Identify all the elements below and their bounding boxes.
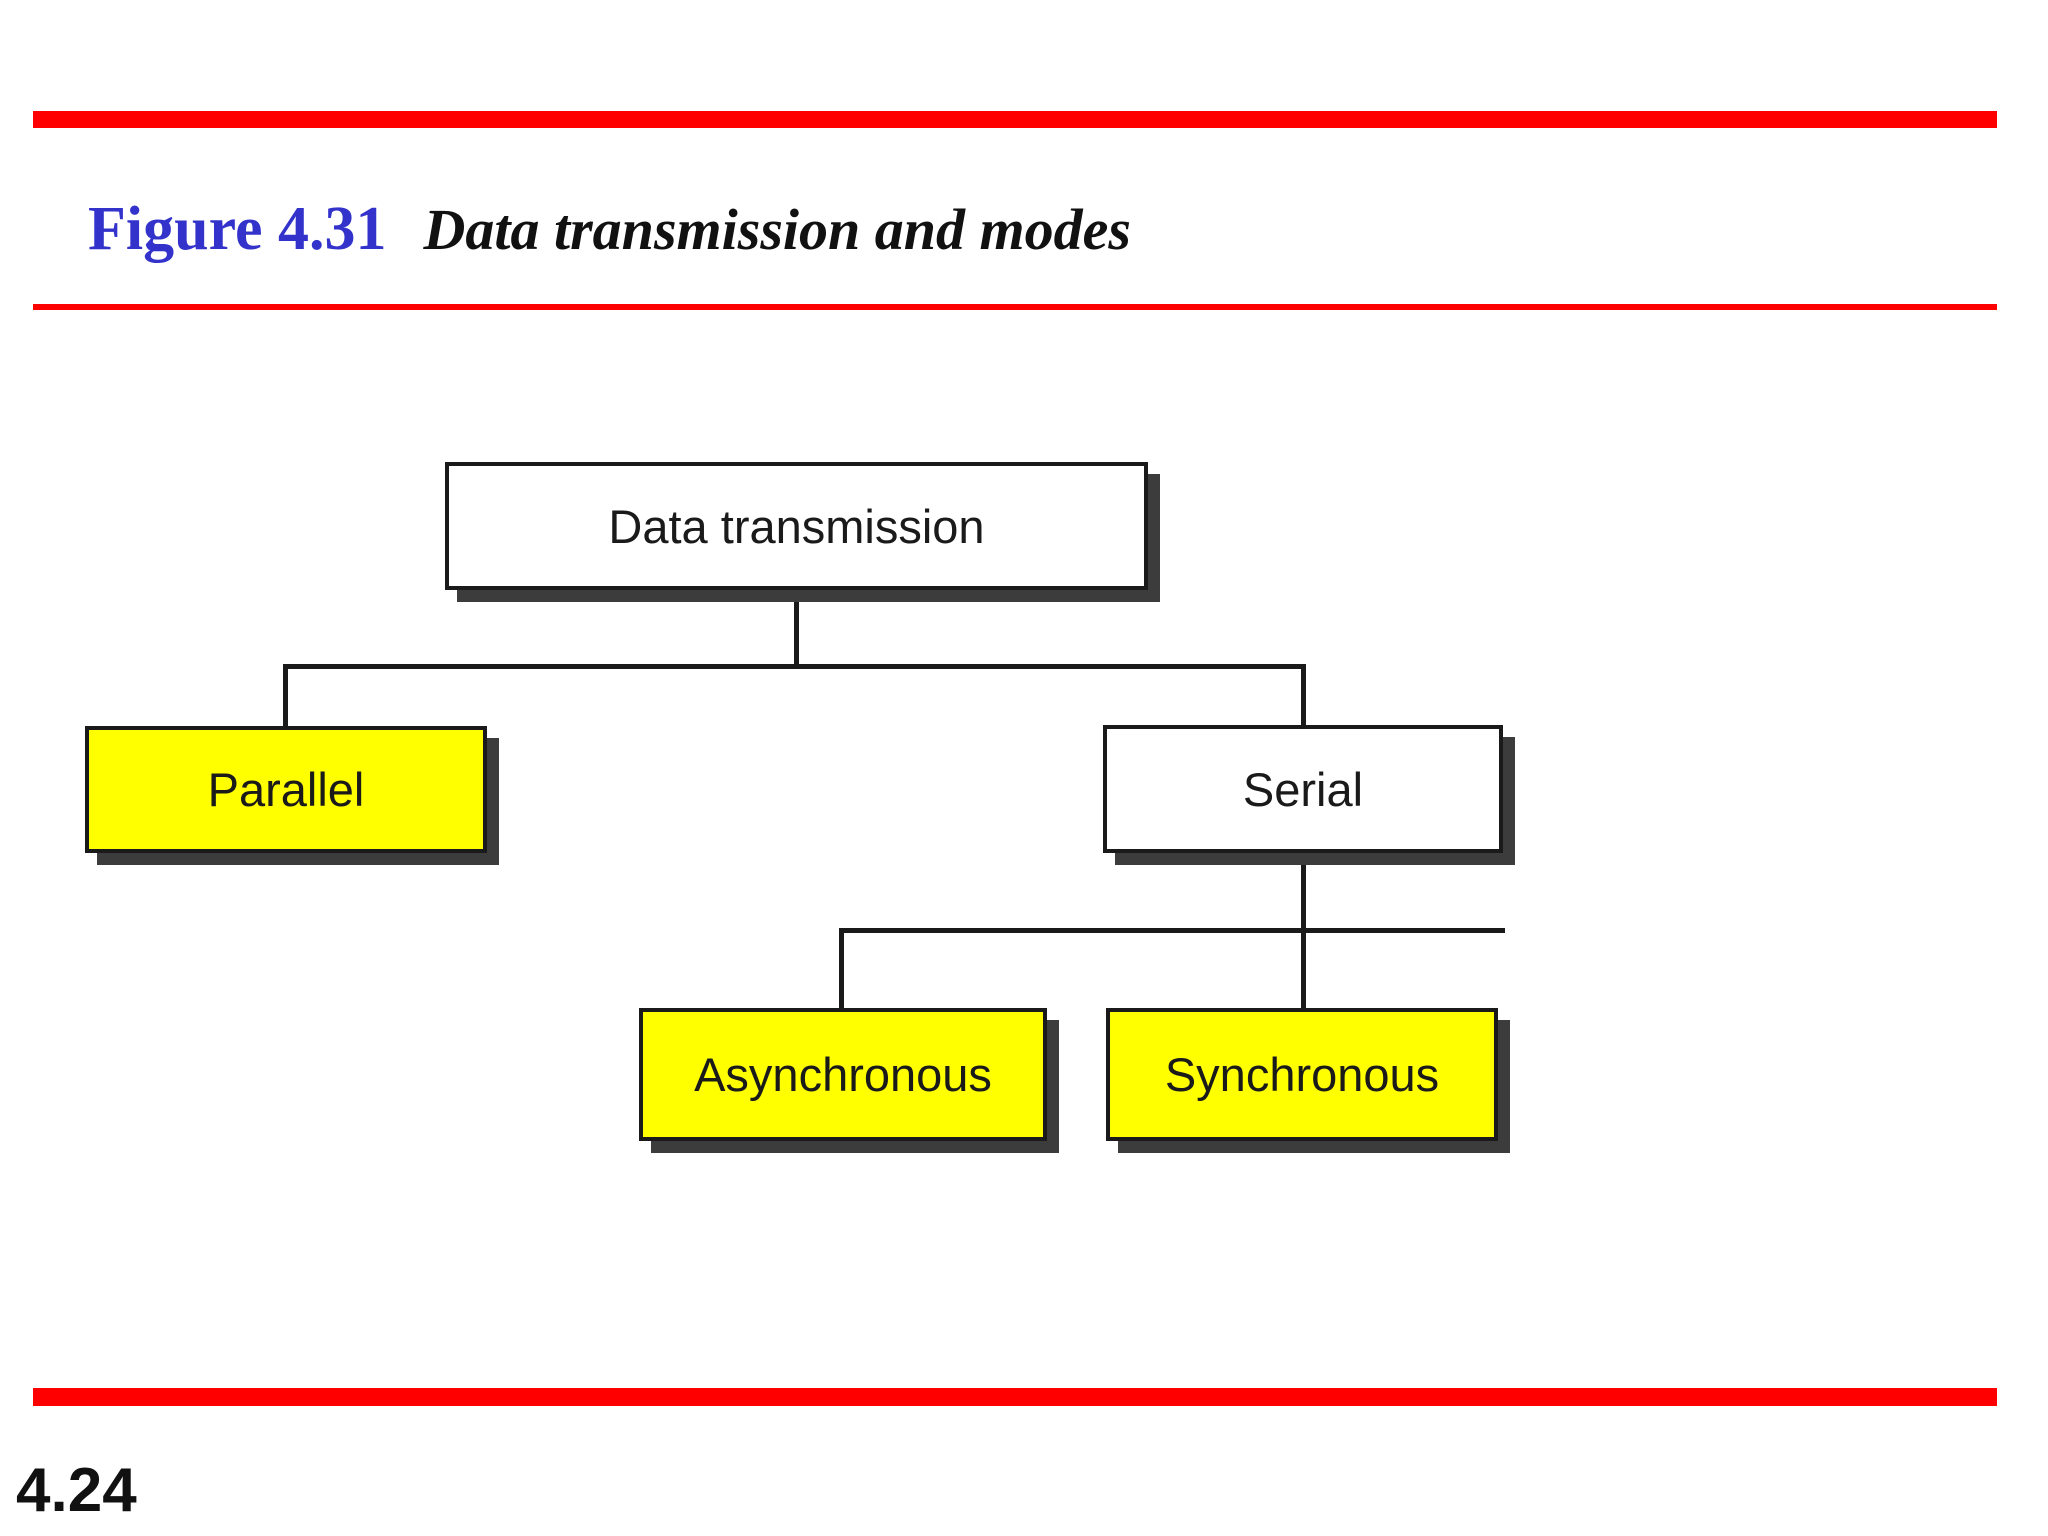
slide-heading: Figure 4.31 Data transmission and modes [88,198,1131,260]
connector-parallel-drop [283,664,288,730]
figure-label: Figure 4.31 [88,195,387,263]
page-number: 4.24 [16,1456,137,1525]
node-synchronous: Synchronous [1106,1008,1498,1141]
figure-title: Data transmission and modes [423,197,1131,262]
node-asynchronous: Asynchronous [639,1008,1047,1141]
bottom-red-bar [33,1388,1997,1406]
connector-asynchronous-drop [839,928,844,1011]
node-synchronous-label: Synchronous [1164,1048,1440,1101]
node-serial: Serial [1103,725,1503,853]
connector-level2-horizontal [839,928,1505,933]
connector-root-stem [794,588,799,669]
connector-serial-drop [1301,664,1306,729]
node-parallel-label: Parallel [207,763,365,816]
node-parallel: Parallel [85,726,487,853]
node-asynchronous-label: Asynchronous [694,1048,992,1101]
node-serial-label: Serial [1242,762,1364,816]
node-data-transmission: Data transmission [445,462,1148,590]
title-underline-rule [33,304,1997,310]
top-red-bar [33,111,1997,128]
node-data-transmission-label: Data transmission [608,499,985,553]
connector-level1-horizontal [283,664,1306,669]
